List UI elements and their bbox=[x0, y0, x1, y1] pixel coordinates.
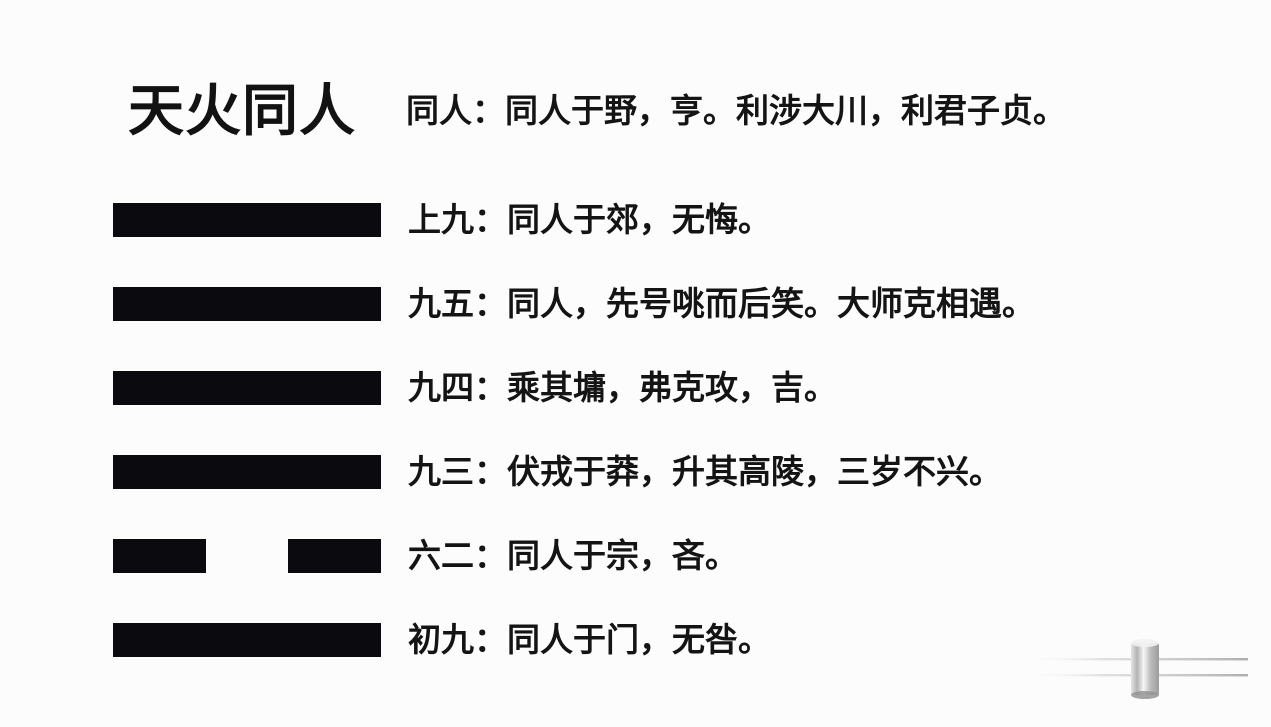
yang-line-glyph bbox=[113, 371, 381, 405]
yang-line-glyph bbox=[113, 455, 381, 489]
hexagram-line-row: 九五：同人，先号咷而后笑。大师克相遇。 bbox=[0, 262, 1271, 346]
yang-line-glyph bbox=[113, 203, 381, 237]
yang-line-glyph bbox=[113, 623, 381, 657]
hexagram-line-row: 九四：乘其墉，弗克攻，吉。 bbox=[0, 346, 1271, 430]
yang-bar bbox=[113, 203, 381, 237]
line-text: 初九：同人于门，无咎。 bbox=[408, 621, 771, 659]
line-text: 九五：同人，先号咷而后笑。大师克相遇。 bbox=[408, 285, 1035, 323]
line-text: 上九：同人于郊，无悔。 bbox=[408, 201, 771, 239]
line-text: 六二：同人于宗，吝。 bbox=[408, 537, 738, 575]
hexagram-line-row: 六二：同人于宗，吝。 bbox=[0, 514, 1271, 598]
yin-bar-right bbox=[288, 539, 381, 573]
hexagram-line-row: 九三：伏戎于莽，升其高陵，三岁不兴。 bbox=[0, 430, 1271, 514]
header-row: 天火同人 同人：同人于野，亨。利涉大川，利君子贞。 bbox=[0, 72, 1271, 150]
yin-bar-left bbox=[113, 539, 206, 573]
judgment-text: 同人：同人于野，亨。利涉大川，利君子贞。 bbox=[406, 92, 1066, 130]
yin-line-glyph bbox=[113, 539, 381, 573]
yang-line-glyph bbox=[113, 287, 381, 321]
hexagram-lines-list: 上九：同人于郊，无悔。 九五：同人，先号咷而后笑。大师克相遇。 九四：乘其墉，弗… bbox=[0, 178, 1271, 678]
line-text: 九四：乘其墉，弗克攻，吉。 bbox=[408, 369, 837, 407]
line-text: 九三：伏戎于莽，升其高陵，三岁不兴。 bbox=[408, 453, 1002, 491]
yang-bar bbox=[113, 287, 381, 321]
page-title: 天火同人 bbox=[128, 79, 356, 142]
hexagram-line-row: 上九：同人于郊，无悔。 bbox=[0, 178, 1271, 262]
yang-bar bbox=[113, 455, 381, 489]
hexagram-line-row: 初九：同人于门，无咎。 bbox=[0, 598, 1271, 682]
yang-bar bbox=[113, 371, 381, 405]
yang-bar bbox=[113, 623, 381, 657]
